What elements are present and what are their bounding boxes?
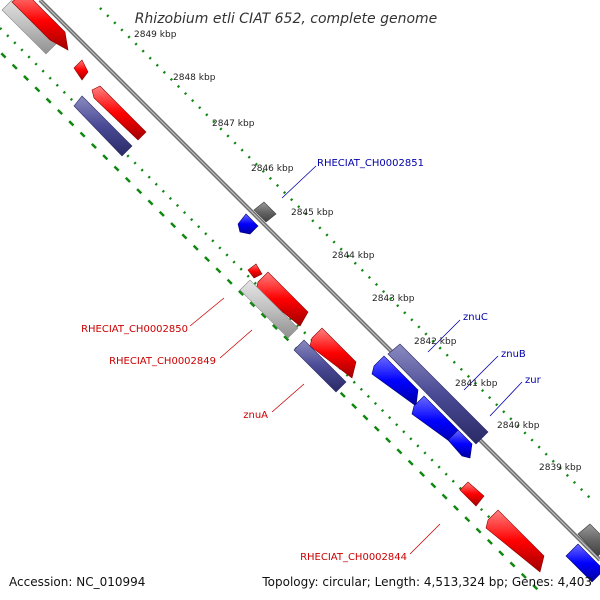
gene-feature-red-small-lower[interactable] [459, 481, 485, 507]
gene-label-znub[interactable]: znuB [501, 349, 526, 360]
gene-feature-blue-right[interactable] [565, 543, 600, 583]
scale-label: 2844 kbp [332, 251, 375, 261]
genome-axis-highlight [39, 0, 600, 561]
leader-line-ch0002844 [409, 523, 441, 555]
leader-line-znua [271, 383, 305, 413]
lower-dashed-line [0, 50, 541, 593]
scale-label: 2848 kbp [173, 73, 216, 83]
gene-label-ch0002850[interactable]: RHECIAT_CH0002850 [81, 324, 188, 335]
gene-feature-red-top[interactable] [11, 0, 69, 51]
scale-label: 2839 kbp [539, 463, 582, 473]
gene-feature-blue-small[interactable] [237, 213, 259, 235]
gene-feature-dark-gray-small[interactable] [253, 201, 277, 223]
topology-text: Topology: circular; Length: 4,513,324 bp… [261, 575, 592, 589]
scale-label: 2843 kbp [372, 294, 415, 304]
map-title: Rhizobium etli CIAT 652, complete genome [135, 11, 438, 27]
leader-line-ch0002849 [219, 329, 253, 359]
leader-line-ch0002851 [281, 165, 317, 199]
accession-text: Accession: NC_010994 [9, 575, 145, 589]
leader-line-ch0002850 [189, 297, 225, 327]
gene-feature-red-arrow[interactable] [91, 85, 147, 141]
leader-line-znuc [427, 319, 461, 353]
scale-label: 2841 kbp [455, 379, 498, 389]
gene-label-ch0002849[interactable]: RHECIAT_CH0002849 [109, 356, 216, 367]
scale-label: 2842 kbp [414, 337, 457, 347]
gene-feature-red-small[interactable] [73, 59, 89, 81]
leader-line-zur [489, 381, 523, 417]
gene-label-znuc[interactable]: znuC [463, 312, 488, 323]
scale-label: 2847 kbp [212, 119, 255, 129]
scale-label: 2840 kbp [497, 421, 540, 431]
scale-label: 2845 kbp [291, 208, 334, 218]
gene-feature-indigo-znuc[interactable] [387, 343, 489, 445]
gene-feature-indigo-top[interactable] [73, 95, 133, 157]
gene-label-zur[interactable]: zur [525, 375, 542, 386]
leader-line-znub [463, 355, 499, 391]
gene-feature-light-gray-long[interactable] [239, 279, 299, 339]
scale-labels: 2849 kbp 2848 kbp 2847 kbp 2846 kbp 2845… [134, 30, 582, 473]
gene-feature-red-znua[interactable] [309, 327, 357, 379]
gene-label-znua[interactable]: znuA [243, 410, 268, 421]
gene-feature-red-tip[interactable] [247, 263, 263, 279]
label-leader-lines [189, 165, 523, 555]
gene-label-ch0002844[interactable]: RHECIAT_CH0002844 [300, 552, 407, 563]
gene-feature-blue-znuc[interactable] [371, 355, 419, 407]
scale-label: 2849 kbp [134, 30, 177, 40]
scale-label: 2846 kbp [251, 164, 294, 174]
gene-features [1, 0, 600, 583]
gene-feature-blue-zur[interactable] [447, 429, 473, 459]
gene-feature-red-ch0002844[interactable] [485, 509, 545, 573]
gene-feature-indigo-znua[interactable] [293, 339, 347, 393]
gene-label-ch0002851[interactable]: RHECIAT_CH0002851 [317, 158, 424, 169]
gene-labels: RHECIAT_CH0002851 RHECIAT_CH0002850 RHEC… [81, 158, 542, 563]
gene-feature-dark-gray-right[interactable] [577, 523, 600, 557]
